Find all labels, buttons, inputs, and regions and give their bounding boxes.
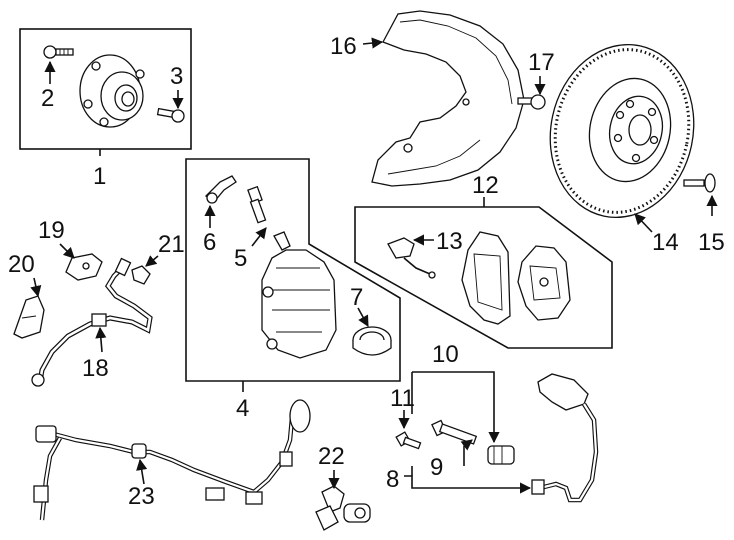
label-16: 16 xyxy=(330,33,357,60)
brake-rotor xyxy=(549,43,695,219)
splash-shield-hole xyxy=(403,143,413,153)
brake-hose xyxy=(31,257,153,387)
hose-bracket-upper xyxy=(65,253,103,281)
bleeder-cap xyxy=(205,175,237,204)
hose-bracket-lower xyxy=(13,295,45,339)
rotor-screw xyxy=(683,173,716,193)
label-20: 20 xyxy=(8,251,35,278)
brake-caliper xyxy=(261,231,337,359)
abs-sensor-cable xyxy=(33,399,311,521)
bleeder-screw xyxy=(247,185,267,224)
label-19: 19 xyxy=(38,217,65,244)
label-17: 17 xyxy=(528,49,555,76)
pad-group-box xyxy=(354,206,613,349)
label-14: 14 xyxy=(652,229,679,256)
label-8: 8 xyxy=(386,466,399,493)
hub-bolt xyxy=(43,45,74,59)
label-3: 3 xyxy=(170,63,183,90)
wheel-speed-sensor xyxy=(315,485,371,531)
label-13: 13 xyxy=(436,228,463,255)
guide-bolt xyxy=(395,431,422,450)
label-6: 6 xyxy=(203,229,216,256)
pad-wear-sensor xyxy=(387,237,436,279)
label-12: 12 xyxy=(472,172,499,199)
brake-pad-outer xyxy=(517,245,571,321)
guide-pin-boot xyxy=(487,445,515,465)
label-9: 9 xyxy=(430,454,443,481)
caliper-piston xyxy=(352,326,392,356)
leader-lines xyxy=(30,37,718,494)
wear-sensor-harness xyxy=(531,373,599,503)
label-21: 21 xyxy=(158,231,185,258)
label-7: 7 xyxy=(350,284,363,311)
hose-clip xyxy=(131,265,151,285)
label-23: 23 xyxy=(128,483,155,510)
label-11: 11 xyxy=(390,385,415,412)
brake-pad-inner xyxy=(461,231,511,325)
label-15: 15 xyxy=(698,229,725,256)
splash-shield-hole-2 xyxy=(462,98,470,106)
label-22: 22 xyxy=(318,443,345,470)
guide-pin xyxy=(431,419,478,445)
label-4: 4 xyxy=(236,395,249,422)
splash-shield xyxy=(371,10,525,187)
caliper-group-box xyxy=(185,158,401,382)
label-1: 1 xyxy=(93,163,106,190)
label-10: 10 xyxy=(432,341,459,368)
wheel-hub xyxy=(79,54,145,128)
hub-bolt-2 xyxy=(156,107,185,123)
label-18: 18 xyxy=(82,355,109,382)
label-5: 5 xyxy=(234,245,247,272)
hub-group-box xyxy=(19,28,192,150)
label-2: 2 xyxy=(41,85,54,112)
splash-shield-rib xyxy=(387,19,513,175)
